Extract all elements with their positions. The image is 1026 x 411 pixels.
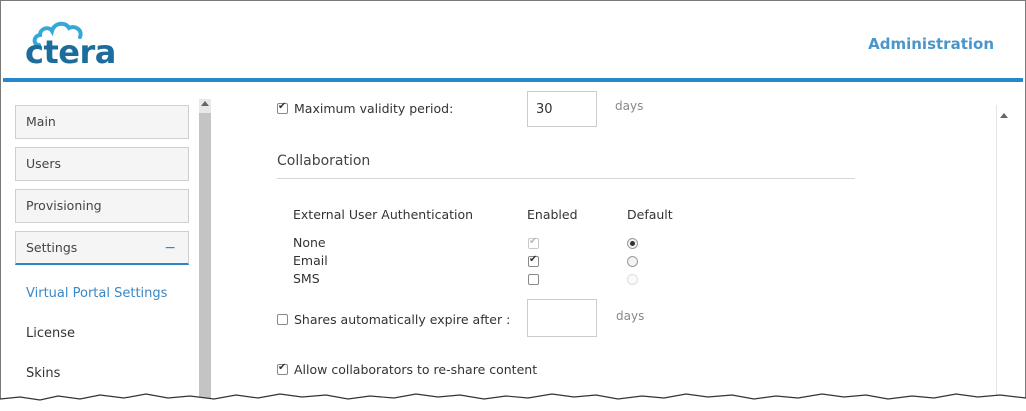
main-scrollbar[interactable] [997, 105, 1013, 410]
shares-expire-label: Shares automatically expire after : [294, 312, 511, 327]
sms-default-radio [627, 274, 638, 285]
auth-header: External User Authentication [293, 207, 474, 222]
cloud-logo-icon [32, 21, 83, 47]
max-validity-value: 30 [536, 102, 553, 117]
sidebar-item-label: Users [26, 156, 62, 171]
auth-row-none-label: None [293, 235, 326, 250]
allow-reshare-label: Allow collaborators to re-share content [294, 362, 538, 377]
settings-panel: Maximum validity period: 30 days Collabo… [217, 91, 997, 410]
none-enabled-checkbox [528, 236, 539, 249]
sidebar-subitem-virtual-portal-settings[interactable]: Virtual Portal Settings [26, 286, 168, 301]
collapse-icon[interactable]: − [164, 240, 176, 256]
sidebar-item-label: Settings [26, 240, 78, 255]
max-validity-units: days [615, 99, 644, 113]
scroll-up-arrow-icon[interactable] [201, 101, 209, 106]
allow-reshare-checkbox[interactable] [277, 362, 288, 375]
email-default-radio[interactable] [627, 256, 638, 267]
max-validity-label: Maximum validity period: [294, 101, 454, 116]
ctera-logo[interactable]: ctera [25, 19, 135, 71]
auth-row-sms-label: SMS [293, 271, 320, 286]
max-validity-input[interactable]: 30 [527, 91, 597, 127]
header-divider [3, 78, 1023, 82]
sms-enabled-checkbox[interactable] [528, 274, 539, 285]
sidebar-subitem-license[interactable]: License [26, 326, 76, 341]
auth-row-email-label: Email [293, 253, 328, 268]
logo-text: ctera [25, 33, 116, 71]
enabled-header: Enabled [527, 207, 578, 222]
administration-link[interactable]: Administration [868, 35, 994, 53]
sidebar-item-label: Main [26, 114, 56, 129]
sidebar-item-provisioning[interactable]: Provisioning [15, 189, 189, 223]
sidebar-item-users[interactable]: Users [15, 147, 189, 181]
max-validity-checkbox[interactable] [277, 101, 288, 114]
none-default-radio[interactable] [627, 238, 638, 249]
sidebar-subitem-skins[interactable]: Skins [26, 366, 61, 381]
default-header: Default [627, 207, 673, 222]
sidebar-scroll-thumb[interactable] [199, 113, 211, 410]
scroll-up-arrow-icon[interactable] [1000, 113, 1008, 118]
sidebar-item-label: Provisioning [26, 198, 102, 213]
torn-edge-decoration [0, 393, 1026, 411]
sidebar-item-main[interactable]: Main [15, 105, 189, 139]
collaboration-title: Collaboration [277, 153, 371, 169]
main-scrollbar-track [996, 105, 997, 410]
sidebar-item-settings[interactable]: Settings − [15, 231, 189, 265]
shares-expire-units: days [616, 309, 645, 323]
sidebar-scrollbar[interactable] [199, 99, 211, 410]
shares-expire-checkbox[interactable] [277, 314, 288, 325]
shares-expire-input[interactable] [527, 299, 597, 337]
header: ctera Administration [1, 1, 1025, 82]
section-divider [277, 178, 855, 179]
sidebar: Main Users Provisioning Settings − Virtu… [13, 99, 213, 410]
email-enabled-checkbox[interactable] [528, 254, 539, 267]
